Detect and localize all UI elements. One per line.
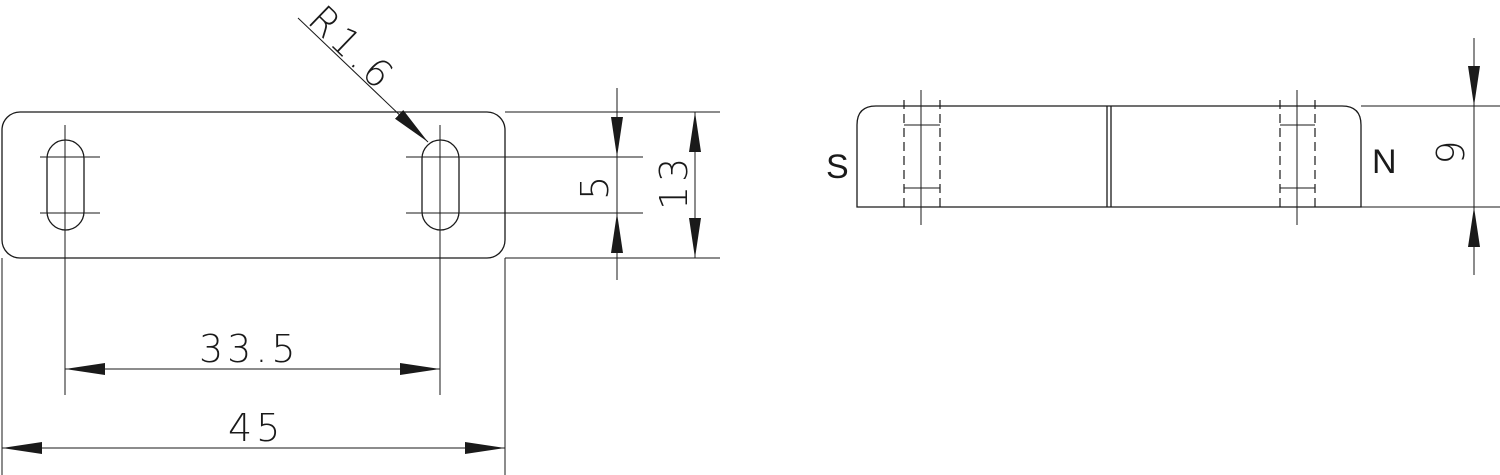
dimension-thickness-label: 6	[1427, 140, 1471, 168]
dimension-overall-length-label: 45	[228, 406, 284, 450]
dimension-thickness: 6	[1427, 38, 1480, 275]
dimension-height-label: 13	[652, 154, 696, 210]
radius-label: R1.6	[300, 0, 405, 100]
right-slot	[406, 125, 643, 395]
dimension-hole-spacing: 33.5	[65, 327, 440, 375]
radius-leader: R1.6	[297, 0, 429, 143]
left-hidden-hole	[903, 90, 941, 225]
dimension-slot-label: 5	[573, 172, 617, 200]
pole-north-label: N	[1372, 143, 1397, 181]
pole-south-label: S	[826, 148, 849, 186]
right-hidden-hole	[1279, 90, 1316, 225]
dimension-height: 13	[652, 112, 701, 258]
side-outline	[856, 105, 1362, 208]
dimension-slot: 5	[573, 88, 623, 280]
top-view: R1.6 5 13 33.5 45	[1, 0, 720, 475]
side-view: S N 6	[826, 38, 1500, 275]
dimension-hole-spacing-label: 33.5	[199, 327, 300, 371]
left-slot	[40, 125, 100, 395]
plate-outline	[1, 111, 506, 259]
dimension-overall-length: 45	[2, 406, 505, 454]
